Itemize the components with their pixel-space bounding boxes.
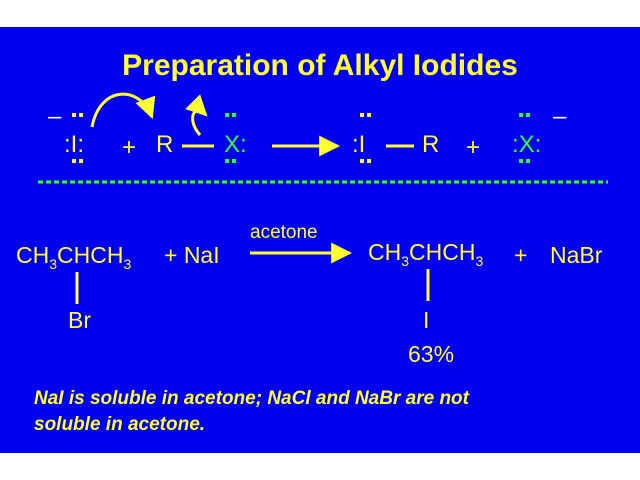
iodide-charge: – <box>48 103 62 130</box>
halide-ion-lone-pairs <box>519 113 530 163</box>
mechanism-plus-2: + <box>466 134 481 161</box>
leaving-halogen: X: <box>224 131 247 158</box>
product-formula: CH3CHCH3 <box>368 239 484 269</box>
product-iodine-lone-pairs <box>360 113 371 163</box>
mechanism-graphics <box>38 92 608 304</box>
byproduct-nabr: NaBr <box>550 242 603 268</box>
nucleophile-curved-arrow <box>90 92 156 128</box>
yield-label: 63% <box>408 341 455 367</box>
halogen-lone-pairs <box>225 113 236 163</box>
leaving-group-curved-arrow <box>185 94 208 136</box>
iodide-ion: :I: <box>64 131 85 158</box>
reagent-nai: + NaI <box>164 242 220 268</box>
slide-title: Preparation of Alkyl Iodides <box>122 49 518 82</box>
reactant-bromine: Br <box>68 307 91 333</box>
product-alkyl-r: R <box>422 131 440 158</box>
mechanism-plus-1: + <box>122 134 137 161</box>
solvent-label: acetone <box>250 222 318 243</box>
alkyl-group-r: R <box>156 131 174 158</box>
reaction-plus: + <box>514 242 528 268</box>
product-iodine: :I <box>352 131 366 158</box>
solubility-note-line2: soluble in acetone. <box>34 414 206 435</box>
iodide-lone-pairs <box>72 113 83 163</box>
halide-charge: – <box>553 103 567 130</box>
solubility-note-line1: NaI is soluble in acetone; NaCl and NaBr… <box>34 388 469 409</box>
slide: Preparation of Alkyl Iodides – :I: + R X… <box>0 27 640 453</box>
product-iodine-substituent: I <box>423 307 430 333</box>
reactant-formula: CH3CHCH3 <box>16 242 132 272</box>
halide-ion: :X: <box>512 131 542 158</box>
